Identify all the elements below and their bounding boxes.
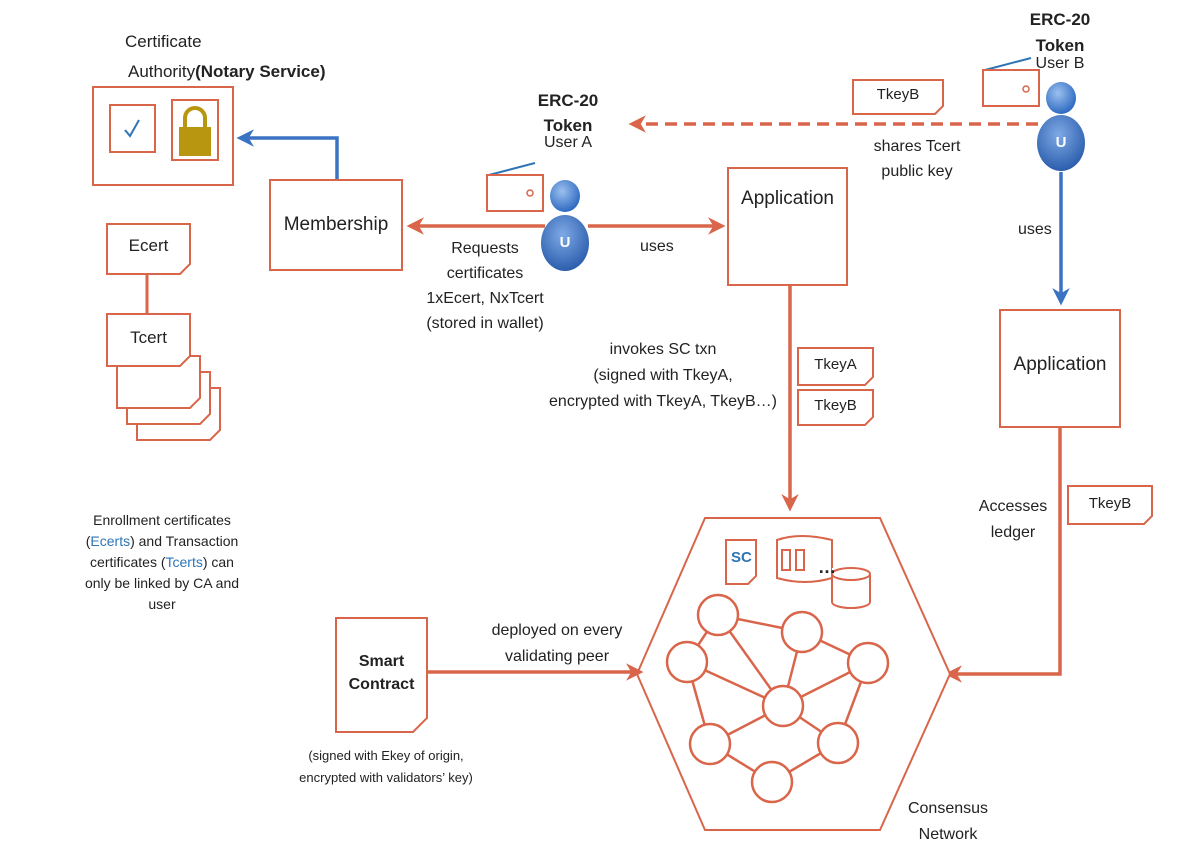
user-a-avatar [541,180,589,271]
tkeya-label: TkeyA [814,356,857,373]
application-b-box [999,309,1121,428]
membership-label: Membership [283,214,389,235]
share-line1: shares Tcert [873,138,961,155]
network-node [780,610,824,654]
network-node [816,721,860,765]
application-a-label: Application [741,188,834,209]
consensus-network-line1: Consensus [907,800,989,817]
checkmark-icon [124,119,140,138]
user-a-token-line2: Token [543,116,593,135]
ecerts-link[interactable]: Ecerts [90,533,131,549]
application-a-box [727,167,848,286]
enrollment-note-line2-rest: ) and Transaction [130,533,239,549]
tkeya-document [797,347,874,386]
tkeyb-mid-document [797,389,874,426]
tkeyb-top-label: TkeyB [876,86,920,103]
accesses-line1: Accesses [978,498,1048,515]
tkeyb-right-label: TkeyB [1088,495,1132,512]
invoke-line2: (signed with TkeyA, [593,367,733,384]
sc-document-icon [725,539,757,585]
wallet-icon-user-b [982,57,1040,107]
database-icon [831,556,871,609]
enrollment-note-paren: ( [85,533,91,549]
ca-title-line2: Authority(Notary Service) [128,61,325,82]
ecert-label: Ecert [128,236,169,255]
deployed-line1: deployed on every [491,622,623,639]
smart-contract-note-line2: encrypted with validators’ key) [299,770,473,785]
membership-box [269,179,403,271]
ca-title-suffix: (Notary Service) [195,62,326,81]
sc-label: SC [731,549,752,566]
network-node [696,593,740,637]
share-line2: public key [881,163,953,180]
network-node [846,641,890,685]
user-b-avatar [1037,82,1085,171]
smart-contract-document [335,617,428,733]
consensus-network-label: Consensus Network [893,796,1003,848]
tcert-stack [106,313,221,441]
requests-text: Requests certificates 1xEcert, NxTcert (… [400,236,570,336]
tkeyb-mid-label: TkeyB [814,397,857,414]
application-b-label: Application [1013,354,1107,375]
share-text: shares Tcert public key [862,134,972,184]
accesses-text: Accesses ledger [970,494,1056,546]
requests-line3: 1xEcert, NxTcert [426,290,544,307]
smart-contract-line2: Contract [348,676,415,693]
user-b-token-line2: Token [1035,36,1085,55]
enrollment-note-line2: (Ecerts) and Transaction [62,531,262,552]
deployed-text: deployed on every validating peer [474,618,640,670]
network-nodes [665,593,890,804]
ecert-document [106,223,191,275]
smart-contract-note-line1: (signed with Ekey of origin, [308,748,464,763]
user-b-token-line1: ERC-20 [1029,10,1091,29]
accesses-ledger-arrow [944,427,1062,683]
enrollment-note-line3-start: certificates ( [90,554,166,570]
requests-line2: certificates [446,265,524,282]
enrollment-note-line3: certificates (Tcerts) can [62,552,262,573]
enrollment-note-line4: only be linked by CA and [84,575,240,591]
requests-line4: (stored in wallet) [426,315,544,332]
enrollment-note-line1: Enrollment certificates [93,512,231,528]
user-a-name: User A [543,134,592,151]
tcert-label: Tcert [130,328,167,347]
smart-contract-label: Smart Contract [336,650,427,696]
user-b-name: User B [1035,55,1085,72]
enrollment-note-line3-rest: ) can [202,554,234,570]
ca-title-authority: Authority [128,62,196,81]
user-a-token-line1: ERC-20 [537,91,599,110]
accesses-line2: ledger [990,524,1036,541]
user-a-avatar-letter: U [559,234,571,251]
network-node [761,684,805,728]
tkeyb-top-document [852,79,944,115]
requests-line1: Requests [451,240,519,257]
invoke-line3: encrypted with TkeyA, TkeyB…) [549,393,777,410]
uses-b-label: uses [1018,221,1052,238]
smart-contract-line1: Smart [358,653,405,670]
smart-contract-note: (signed with Ekey of origin, encrypted w… [276,745,496,789]
network-more-dots: … [818,557,836,577]
wallet-icon-user-a [486,162,544,212]
user-b-avatar-letter: U [1055,134,1067,151]
network-node [750,760,794,804]
tcerts-link[interactable]: Tcerts [165,554,203,570]
certificate-authority-box [92,86,234,186]
uses-a-label: uses [640,238,674,255]
deployed-line2: validating peer [504,648,610,665]
network-node [688,722,732,766]
membership-to-ca-arrow [236,129,339,180]
invoke-text: invokes SC txn (signed with TkeyA, encry… [538,337,788,415]
tkeyb-right-document [1067,485,1153,525]
enrollment-note: Enrollment certificates (Ecerts) and Tra… [62,510,262,615]
invoke-line1: invokes SC txn [609,341,717,358]
lock-icon [179,106,211,156]
ca-title-line1: Certificate [125,32,202,51]
consensus-network-line2: Network [918,826,978,843]
network-node [665,640,709,684]
enrollment-note-line5: user [148,596,176,612]
